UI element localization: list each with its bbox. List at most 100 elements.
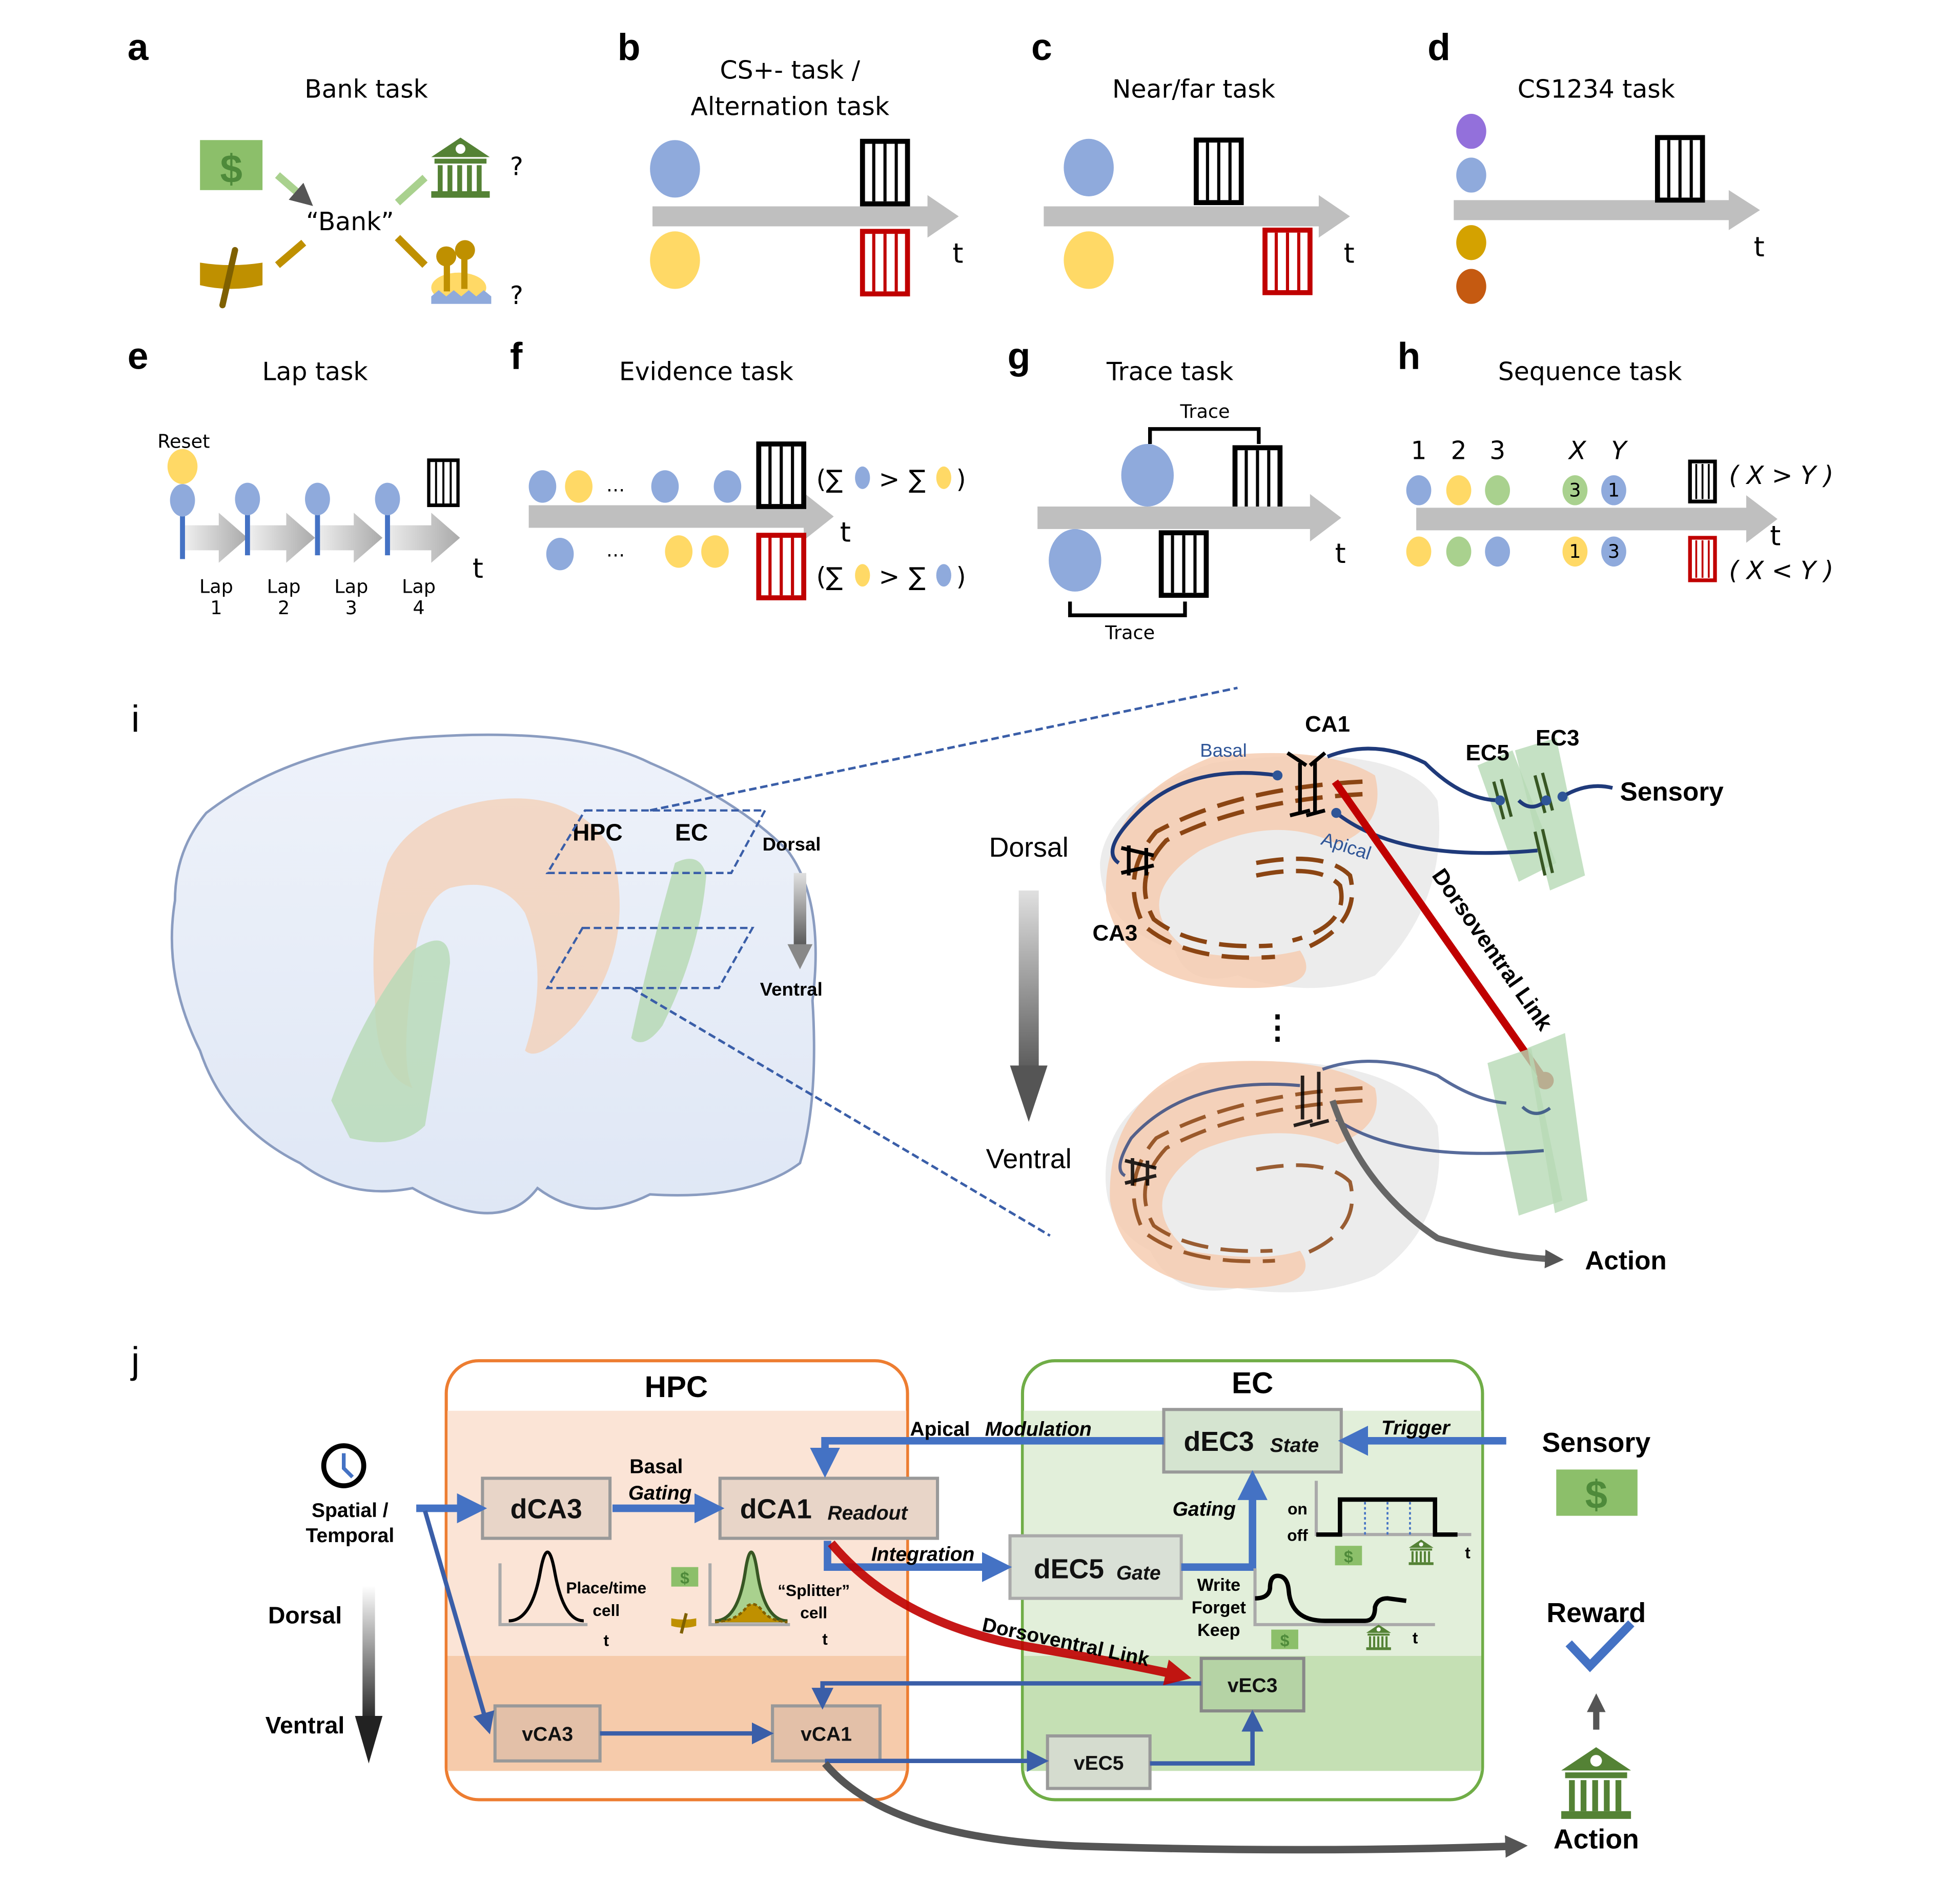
- ca3-label: CA3: [1092, 920, 1137, 945]
- lap-number: 1: [210, 597, 222, 619]
- sensory-label: Sensory: [1620, 777, 1724, 806]
- ca3-neuron: [1120, 845, 1154, 876]
- ec-shape: [631, 859, 706, 1042]
- lap-label: Lap: [334, 575, 368, 597]
- panel-h: h Sequence task 1 2 3 X Y 3 1 ( X > Y ) …: [1398, 335, 1834, 585]
- ca1-neuron: [1286, 751, 1326, 818]
- panel-label-c: c: [1031, 26, 1052, 68]
- svg-text:(∑: (∑: [816, 464, 843, 494]
- stimulus-cs3: [1456, 225, 1486, 260]
- panel-title: Bank task: [304, 74, 428, 104]
- arrows: [275, 172, 428, 268]
- sensory-label: Sensory: [1542, 1427, 1650, 1458]
- seq-label: 3: [1489, 436, 1505, 465]
- lap-label: Lap: [402, 575, 436, 597]
- time-label: t: [1344, 237, 1355, 269]
- reward-box-black: [863, 141, 908, 204]
- arrow: [395, 174, 428, 206]
- reward-box-black: [1196, 140, 1241, 203]
- readout-label: Readout: [827, 1502, 908, 1524]
- gate-label: Gate: [1116, 1562, 1161, 1584]
- svg-text:>: >: [879, 562, 900, 592]
- island-icon: [431, 240, 492, 304]
- lap-arrow: [385, 513, 460, 563]
- seq-label: 1: [1411, 436, 1426, 465]
- stimulus-cs2: [1456, 157, 1486, 193]
- panel-f: f Evidence task … t … (∑ > ∑ ) (∑ > ∑ ): [510, 335, 966, 598]
- on-label: on: [1288, 1500, 1308, 1518]
- dca1-box: [718, 1477, 940, 1540]
- time-arrow: [1037, 494, 1341, 542]
- time-arrow: [1416, 495, 1778, 543]
- apical-modulation-arrow: [810, 1437, 1164, 1478]
- lap-labels: Lap 1 Lap 2 Lap 3 Lap 4: [199, 575, 436, 618]
- spatial-label: Spatial /: [312, 1500, 389, 1522]
- ventral-label: Ventral: [760, 979, 823, 1000]
- arrow: [395, 235, 428, 268]
- time-label: t: [473, 552, 483, 584]
- trigger-label: Trigger: [1381, 1417, 1451, 1439]
- apical-label: Apical: [910, 1419, 970, 1441]
- seq-label: 2: [1451, 436, 1467, 465]
- ec-label: EC: [675, 819, 708, 845]
- lap-number: 4: [413, 597, 424, 619]
- panel-title-line1: CS+- task /: [720, 56, 861, 85]
- trace-label: Trace: [1179, 400, 1230, 422]
- svg-text:∑: ∑: [909, 464, 926, 494]
- panel-label-i: i: [131, 698, 139, 740]
- money-icon: $: [200, 140, 263, 191]
- panel-label-d: d: [1427, 26, 1451, 68]
- panel-label-g: g: [1008, 335, 1031, 377]
- ec3-label: EC3: [1536, 725, 1579, 751]
- stimulus-cs4: [1456, 269, 1486, 304]
- panel-title: Sequence task: [1498, 357, 1682, 387]
- reward-box-black: [1161, 533, 1207, 595]
- stimulus-yellow: [1064, 231, 1114, 289]
- vec5-vec3-arrow: [1150, 1709, 1263, 1766]
- panel-j: j HPC EC Spatial / Temporal Dorsal Ventr…: [130, 1340, 1650, 1858]
- checkmark-icon: [1565, 1620, 1635, 1672]
- action-arrow: [1329, 1099, 1564, 1268]
- hpc-label: HPC: [573, 819, 623, 845]
- vec3-label: vEC3: [1228, 1675, 1278, 1697]
- time-label: t: [822, 1630, 828, 1648]
- seq-number: 3: [1608, 540, 1620, 562]
- panel-label-b: b: [618, 26, 641, 68]
- gating-label: Gating: [628, 1482, 692, 1504]
- rule-top: (∑ > ∑ ): [816, 464, 966, 494]
- dca3-label: dCA3: [511, 1494, 582, 1525]
- vec5-label: vEC5: [1074, 1752, 1124, 1774]
- hpc-title: HPC: [645, 1370, 708, 1404]
- panel-label-h: h: [1398, 335, 1421, 377]
- svg-text:): ): [956, 464, 966, 494]
- lap-number: 3: [345, 597, 357, 619]
- lap-arrow: [317, 513, 383, 563]
- panel-g: g Trace task Trace t Trace: [1008, 335, 1346, 644]
- time-label: t: [1770, 520, 1781, 552]
- panel-label-j: j: [130, 1340, 139, 1382]
- time-label: t: [840, 516, 851, 548]
- dec5-label: dEC5: [1034, 1554, 1104, 1585]
- on-off-plot: on off t: [1287, 1481, 1472, 1566]
- time-label: t: [952, 237, 963, 269]
- write-forget-plot: t: [1253, 1568, 1435, 1650]
- integration-arrow: [824, 1541, 1012, 1582]
- panel-e: e Lap task Reset t Lap 1 Lap 2 Lap 3 Lap…: [128, 335, 483, 619]
- seq-number: 1: [1608, 479, 1620, 501]
- panel-a: a Bank task $ ? “Bank” ?: [128, 26, 523, 310]
- integration-label: Integration: [871, 1543, 975, 1565]
- dorsoventral-link-arrow: [828, 1540, 1192, 1686]
- time-label: t: [1413, 1628, 1418, 1647]
- cell-label: cell: [593, 1601, 620, 1620]
- vertical-ellipsis: ⋮: [1261, 1009, 1294, 1045]
- stimulus-blue: [650, 140, 700, 198]
- lap-arrow: [185, 513, 248, 563]
- reset-label: Reset: [157, 430, 210, 452]
- reset-cue: [167, 449, 198, 484]
- question-mark: ?: [510, 281, 523, 310]
- rule-top: ( X > Y ): [1729, 461, 1833, 490]
- gating-arrow: [1181, 1470, 1268, 1571]
- arrow: [275, 239, 307, 268]
- panel-title: Near/far task: [1112, 74, 1276, 104]
- state-label: State: [1270, 1434, 1319, 1457]
